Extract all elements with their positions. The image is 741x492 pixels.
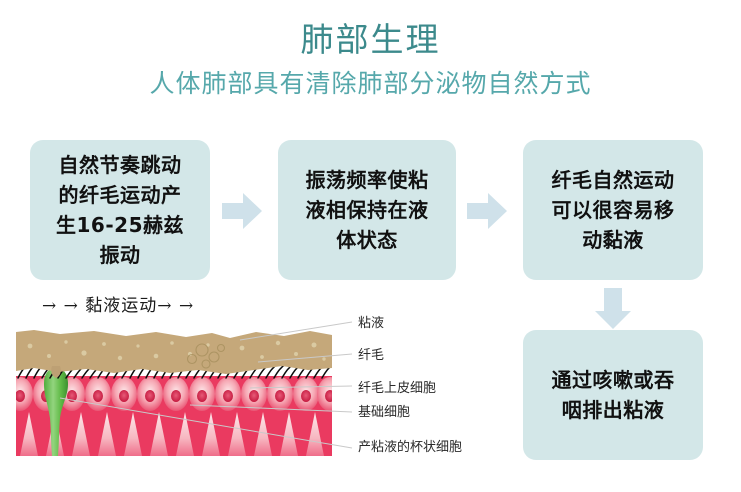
flow-step-3-line-1: 纤毛自然运动 bbox=[551, 168, 675, 192]
label-ciliated-epithelial-cell: 纤毛上皮细胞 bbox=[358, 381, 437, 396]
flow-step-2-line-2: 液相保持在液 bbox=[305, 198, 429, 222]
flow-step-3-line-3: 动黏液 bbox=[582, 228, 644, 252]
diagram-layers bbox=[16, 326, 332, 456]
flow-step-1-text: 自然节奏跳动 的纤毛运动产 生16-25赫兹 振动 bbox=[56, 150, 184, 270]
arrow-right-icon-1 bbox=[222, 193, 262, 229]
label-mucus: 粘液 bbox=[358, 316, 385, 331]
flow-step-3-text: 纤毛自然运动 可以很容易移 动黏液 bbox=[552, 165, 675, 255]
flow-step-1: 自然节奏跳动 的纤毛运动产 生16-25赫兹 振动 bbox=[30, 140, 210, 280]
page-title: 肺部生理 bbox=[300, 20, 441, 59]
flow-step-1-line-3: 生16-25赫兹 bbox=[56, 213, 184, 237]
flow-step-2: 振荡频率使粘 液相保持在液 体状态 bbox=[278, 140, 456, 280]
arrow-right-icon-2 bbox=[467, 193, 507, 229]
mucus-layer bbox=[16, 330, 332, 378]
flow-step-4-line-2: 咽排出粘液 bbox=[561, 398, 665, 422]
flow-step-2-text: 振荡频率使粘 液相保持在液 体状态 bbox=[306, 165, 429, 255]
flow-step-3: 纤毛自然运动 可以很容易移 动黏液 bbox=[523, 140, 703, 280]
mucus-texture bbox=[186, 343, 226, 369]
page-subtitle: 人体肺部具有清除肺部分泌物自然方式 bbox=[149, 69, 592, 98]
flow-step-1-line-2: 的纤毛运动产 bbox=[58, 183, 182, 207]
label-goblet-cell: 产粘液的杯状细胞 bbox=[358, 440, 463, 455]
flow-step-3-line-2: 可以很容易移 bbox=[551, 198, 675, 222]
flow-step-2-line-3: 体状态 bbox=[336, 228, 398, 252]
flow-step-4: 通过咳嗽或吞 咽排出粘液 bbox=[523, 330, 703, 460]
flow-step-1-line-4: 振动 bbox=[99, 243, 141, 267]
arrow-down-icon-1 bbox=[595, 288, 631, 329]
flow-step-1-line-1: 自然节奏跳动 bbox=[58, 153, 182, 177]
mucus-motion-caption: → → 黏液运动→ → bbox=[42, 296, 195, 316]
flow-step-4-line-1: 通过咳嗽或吞 bbox=[551, 368, 675, 392]
flow-step-2-line-1: 振荡频率使粘 bbox=[305, 168, 429, 192]
label-cilia: 纤毛 bbox=[358, 348, 385, 363]
flow-step-4-text: 通过咳嗽或吞 咽排出粘液 bbox=[552, 365, 675, 425]
label-basal-cell: 基础细胞 bbox=[358, 405, 411, 420]
airway-epithelium-diagram bbox=[16, 326, 332, 456]
